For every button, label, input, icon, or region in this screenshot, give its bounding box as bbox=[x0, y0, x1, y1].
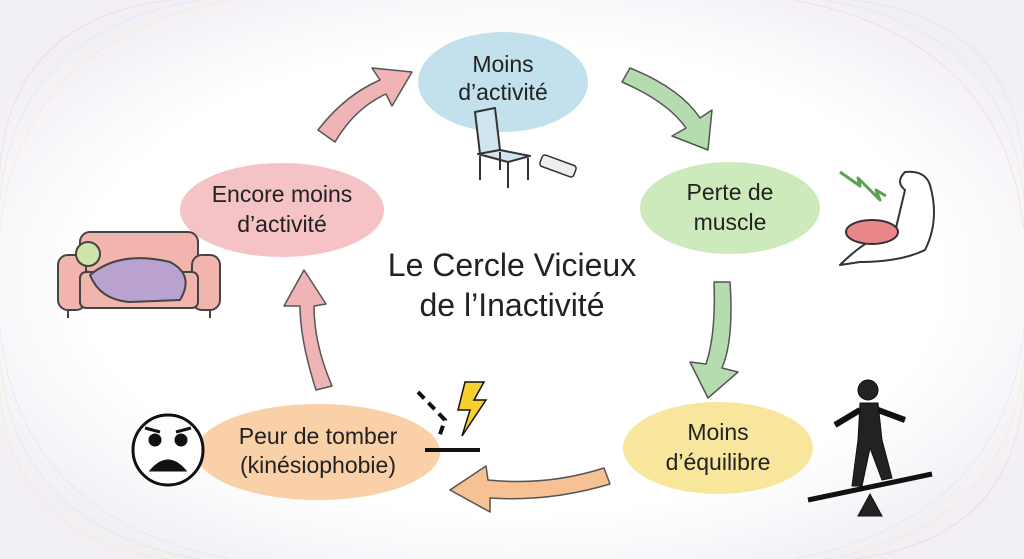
node-label: muscle bbox=[694, 209, 767, 235]
sleeping-couch-icon bbox=[57, 231, 221, 318]
node-label: d’équilibre bbox=[666, 449, 771, 475]
node-moins-equilibre: Moins d’équilibre bbox=[623, 402, 813, 494]
remote-icon bbox=[539, 154, 577, 178]
node-peur-tomber: Peur de tomber (kinésiophobie) bbox=[196, 404, 440, 500]
arrows bbox=[283, 67, 739, 513]
arrow-pink-top bbox=[317, 67, 413, 143]
node-label: (kinésiophobie) bbox=[240, 452, 396, 478]
arrow-orange-bottom bbox=[449, 465, 611, 513]
node-moins-activite: Moins d’activité bbox=[418, 32, 588, 132]
node-label: Perte de bbox=[687, 179, 774, 205]
node-label: Encore moins bbox=[212, 181, 353, 207]
node-label: d’activité bbox=[237, 211, 326, 237]
node-encore-moins: Encore moins d’activité bbox=[180, 163, 384, 257]
scared-face-icon bbox=[131, 413, 205, 487]
chair-icon bbox=[474, 107, 531, 188]
muscle-icon bbox=[839, 170, 935, 266]
arrow-pink-left bbox=[283, 269, 333, 391]
node-label: Peur de tomber bbox=[239, 423, 398, 449]
node-label: d’activité bbox=[458, 79, 547, 105]
diagram-title-line1: Le Cercle Vicieux bbox=[388, 247, 636, 283]
arrow-green-right bbox=[689, 281, 739, 399]
node-label: Moins bbox=[472, 51, 533, 77]
fall-lightning-icon bbox=[416, 381, 488, 452]
balance-person-icon bbox=[807, 379, 933, 517]
diagram-title-line2: de l’Inactivité bbox=[420, 287, 605, 323]
node-perte-muscle: Perte de muscle bbox=[640, 162, 820, 254]
node-label: Moins bbox=[687, 419, 748, 445]
arrow-green-top bbox=[621, 67, 713, 151]
